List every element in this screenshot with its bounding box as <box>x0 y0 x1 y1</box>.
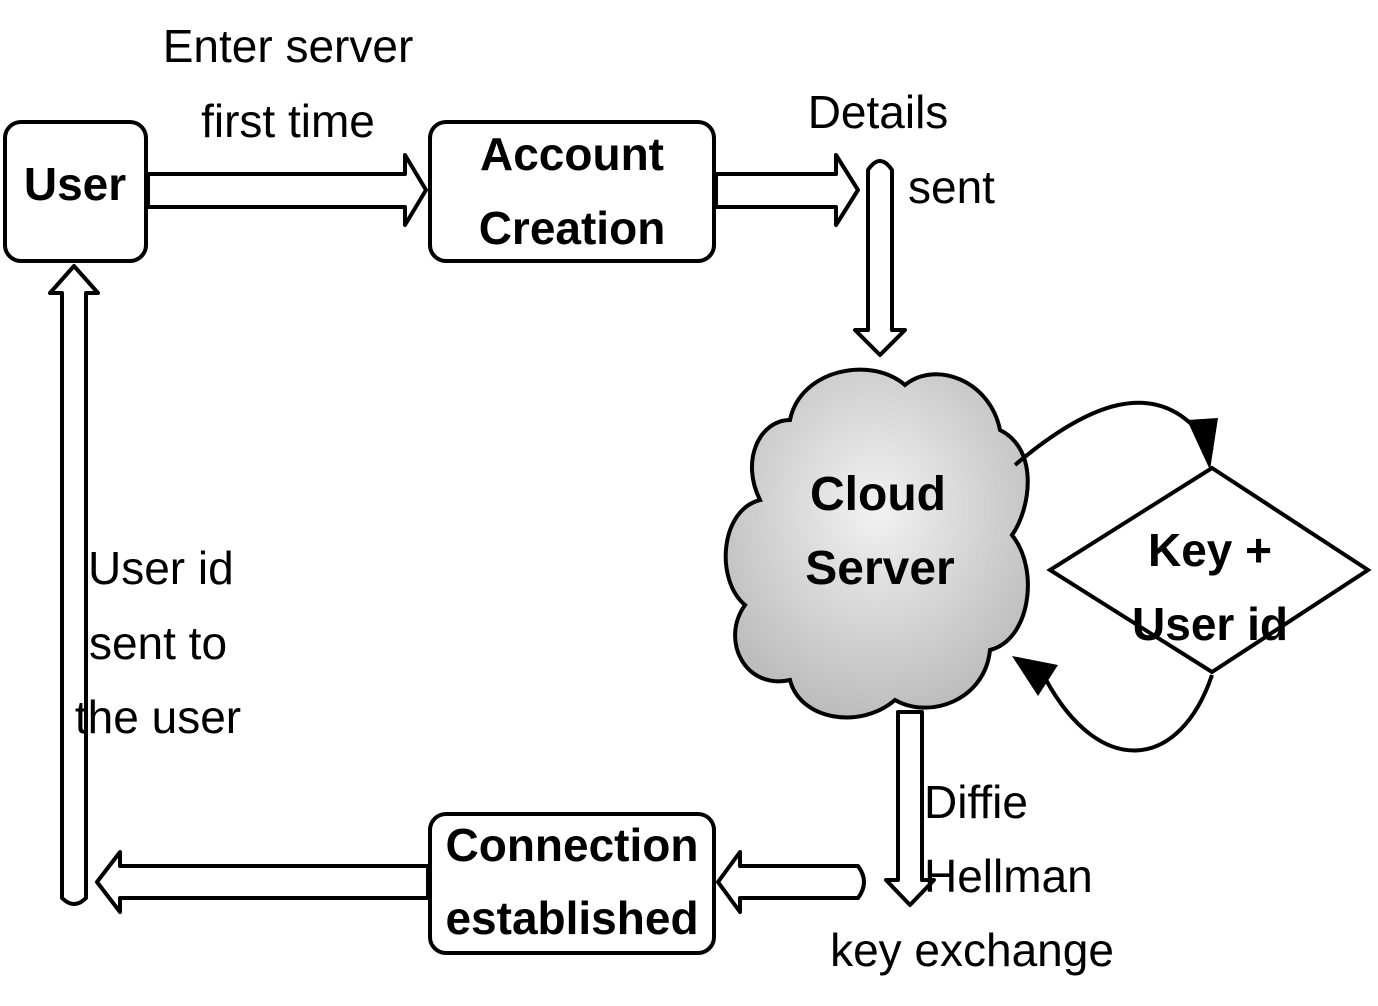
cloud-shape <box>723 367 1030 720</box>
node-cloud-server-label-line-2: Server <box>805 542 954 595</box>
curve-key-to-cloud-head <box>1012 656 1058 696</box>
node-connection-established: Connection established <box>428 812 716 955</box>
arrow-to-connection <box>716 850 866 914</box>
edge-label-diffie-hellman-line-3: key exchange <box>830 924 1114 976</box>
edge-label-user-id-sent-line-2: sent to <box>89 617 227 669</box>
arrow-cloud-down <box>884 710 936 907</box>
node-cloud-server: Cloud Server <box>723 367 1030 720</box>
node-user: User <box>3 120 148 263</box>
curve-cloud-to-key <box>1013 400 1214 467</box>
edge-label-user-id-sent-line-1: User id <box>88 542 234 594</box>
node-account-creation-label-line-1: Account <box>480 128 664 180</box>
edge-label-enter-server-line-1: Enter server <box>163 20 414 72</box>
node-key-user-id-label-line-1: Key + <box>1148 524 1272 576</box>
node-key-user-id: Key + User id <box>1046 465 1372 675</box>
edge-label-details-sent-line-1: Details <box>808 86 949 138</box>
arrow-left-up-to-user <box>48 264 100 906</box>
arrow-details-to-cloud <box>853 159 907 357</box>
arrow-connection-to-left <box>95 850 430 914</box>
node-cloud-server-label-line-1: Cloud <box>810 468 946 521</box>
node-user-label: User <box>24 158 126 210</box>
node-account-creation: Account Creation <box>428 120 716 263</box>
node-account-creation-label-line-2: Creation <box>479 202 666 254</box>
edge-label-enter-server-line-2: first time <box>201 95 375 147</box>
edge-label-details-sent-line-2: sent <box>908 161 995 213</box>
edge-label-user-id-sent-line-3: the user <box>75 691 241 743</box>
curve-cloud-to-key-head <box>1187 418 1218 470</box>
edge-label-diffie-hellman-line-1: Diffie <box>924 776 1028 828</box>
edge-label-diffie-hellman-line-2: Hellman <box>924 850 1093 902</box>
arrow-user-to-account <box>146 153 428 227</box>
arrow-account-to-details <box>714 153 860 227</box>
node-key-user-id-label-line-2: User id <box>1132 598 1288 650</box>
node-connection-established-label-line-1: Connection <box>446 819 699 871</box>
decision-diamond <box>1046 465 1372 675</box>
node-connection-established-label-line-2: established <box>445 892 698 944</box>
curve-key-to-cloud <box>1043 674 1214 753</box>
